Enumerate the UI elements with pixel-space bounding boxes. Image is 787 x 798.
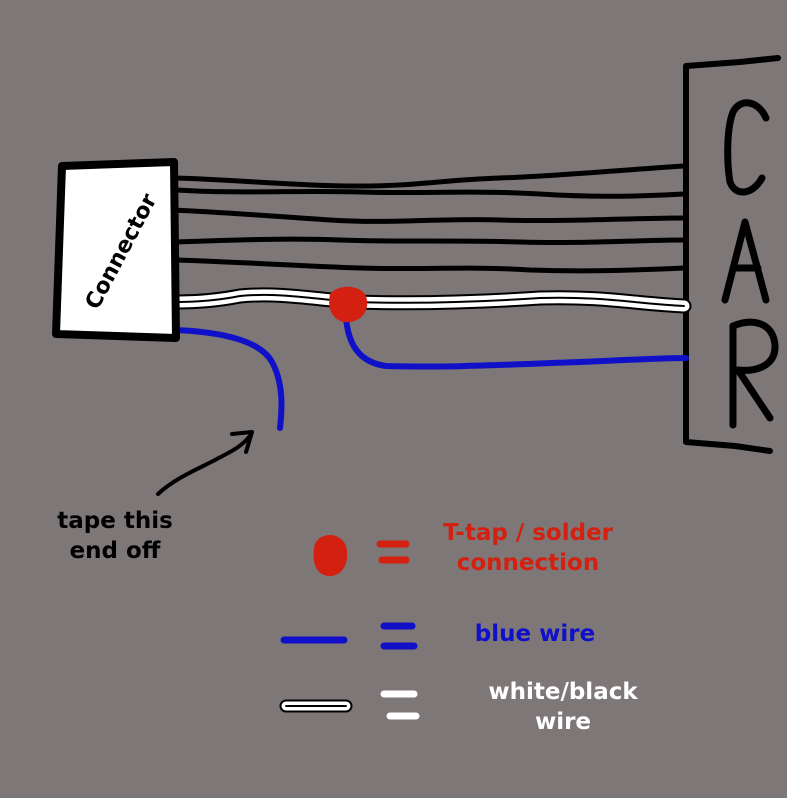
blue-wire-loose bbox=[173, 327, 285, 431]
legend-item-blue-wire: blue wire bbox=[280, 621, 595, 650]
legend-white-black-line-2: wire bbox=[535, 709, 591, 735]
black-wire-2 bbox=[173, 187, 687, 199]
arrow-icon bbox=[156, 430, 254, 496]
car-letter-a bbox=[721, 218, 770, 304]
car-letter-r bbox=[729, 318, 779, 429]
car-letter-c bbox=[724, 99, 770, 196]
legend-equals-blue bbox=[380, 622, 418, 650]
white-black-wire bbox=[168, 287, 692, 314]
legend-item-white-black-wire: white/black wire bbox=[279, 679, 638, 735]
annotation-line-1: tape this bbox=[57, 508, 173, 534]
connector-box: Connector bbox=[52, 158, 180, 342]
legend-white-black-line-1: white/black bbox=[488, 679, 638, 705]
black-wire-4 bbox=[171, 236, 687, 246]
black-wire-5 bbox=[173, 257, 687, 274]
legend-red-dot-icon bbox=[313, 534, 348, 576]
legend-equals-red bbox=[376, 540, 410, 564]
black-wire-3 bbox=[169, 207, 687, 224]
black-wires bbox=[169, 163, 687, 274]
car-bracket bbox=[683, 55, 781, 454]
splice-dot bbox=[329, 286, 368, 323]
annotation-line-2: end off bbox=[70, 538, 161, 564]
car-label bbox=[721, 99, 779, 429]
legend-splice-line-2: connection bbox=[457, 550, 599, 576]
blue-wire-to-car bbox=[343, 315, 689, 370]
legend-item-splice: T-tap / solder connection bbox=[313, 520, 614, 576]
legend-blue-wire-label: blue wire bbox=[475, 621, 595, 647]
black-wire-1 bbox=[173, 163, 687, 189]
legend-splice-line-1: T-tap / solder bbox=[443, 520, 614, 546]
legend-equals-white bbox=[380, 690, 420, 720]
